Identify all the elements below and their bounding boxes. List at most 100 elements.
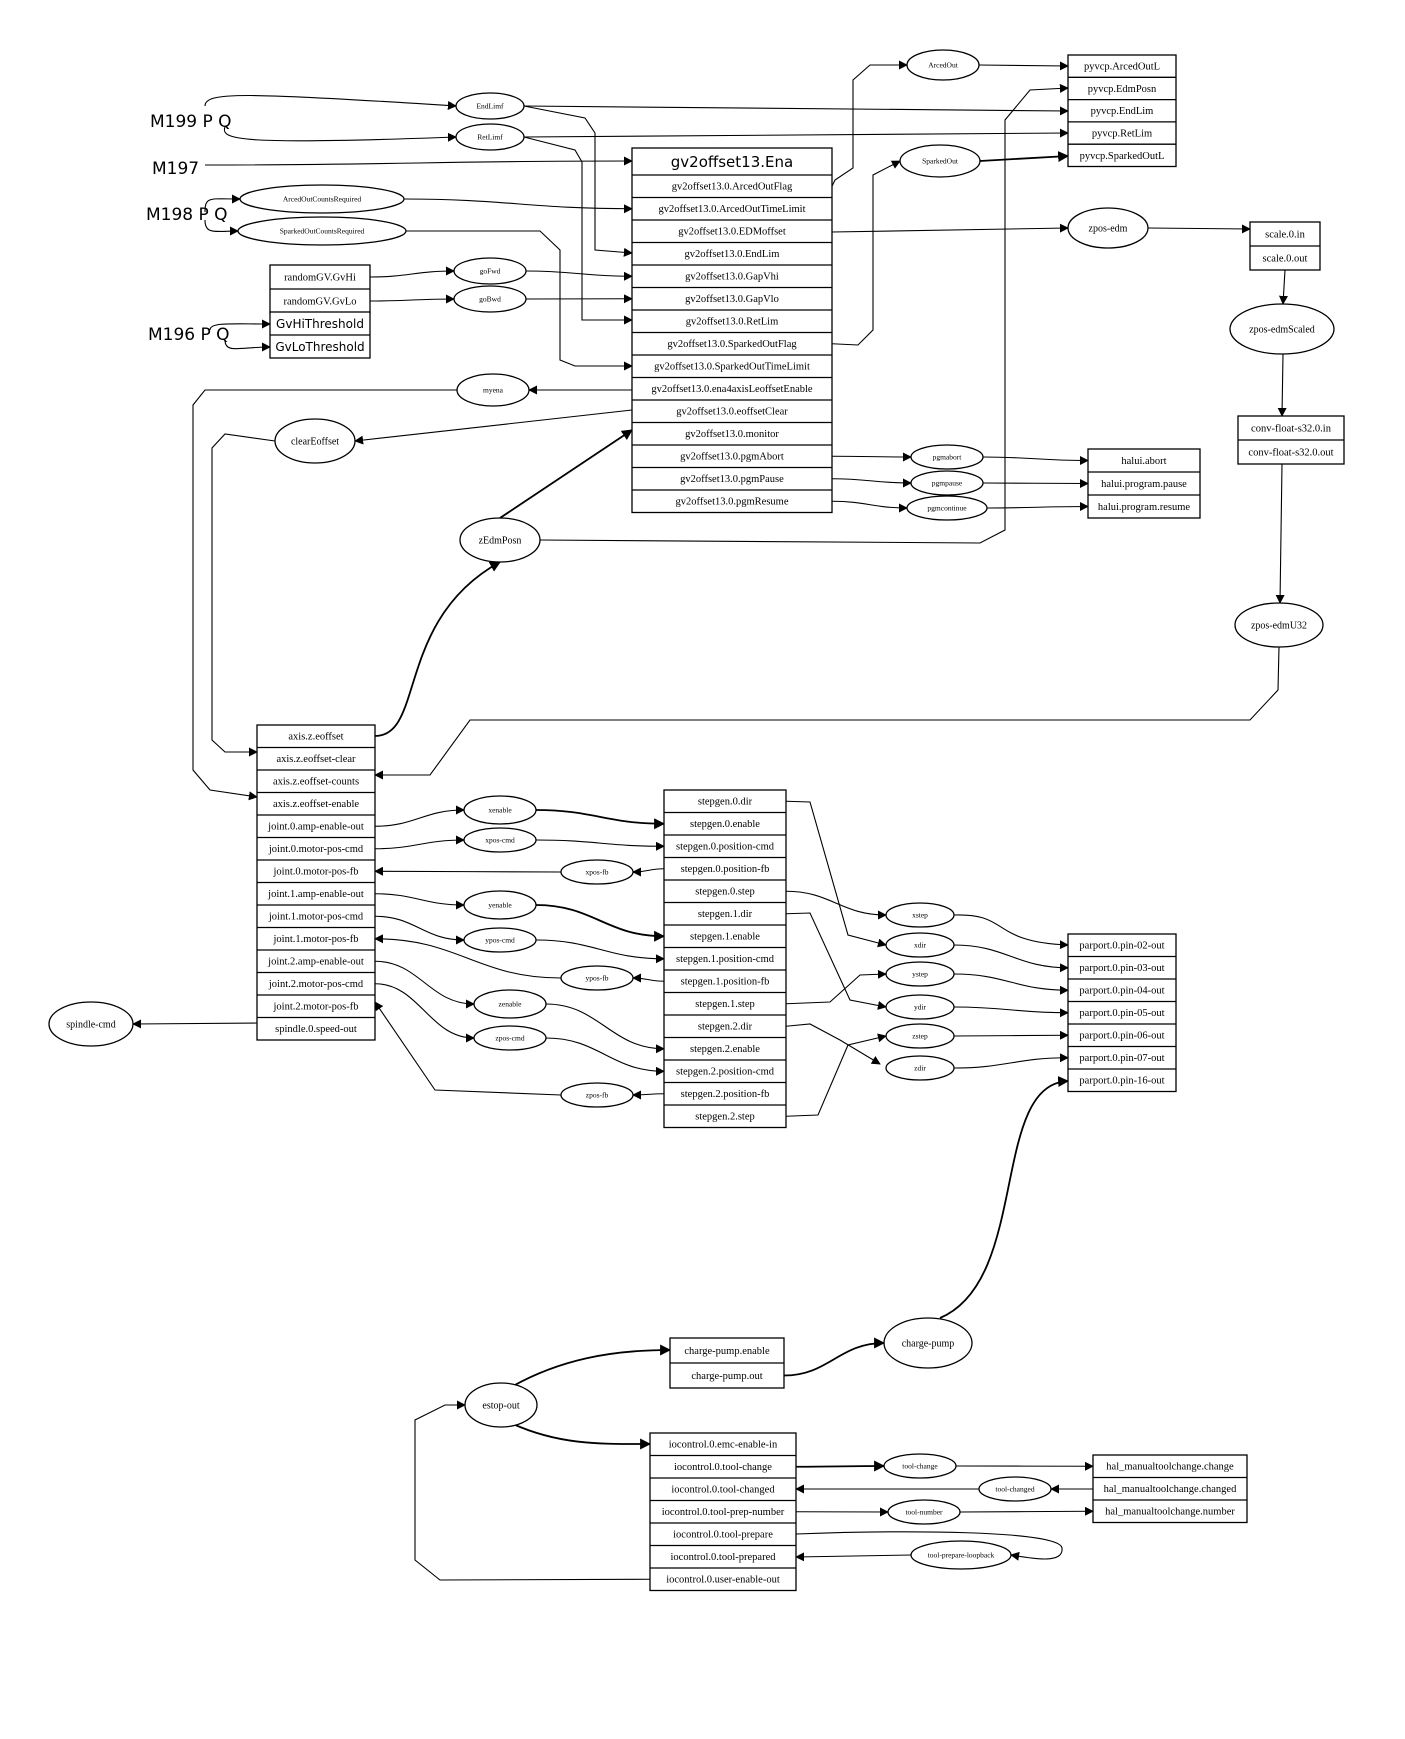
pin-gv2offset13-0-retlim[interactable]: gv2offset13.0.RetLim bbox=[686, 317, 779, 328]
signal-sparkedout[interactable]: SparkedOut bbox=[899, 144, 981, 178]
pin-gv2offset13-0-sparkedoutflag[interactable]: gv2offset13.0.SparkedOutFlag bbox=[667, 339, 797, 350]
pin-gv2offset13-0-pgmresume[interactable]: gv2offset13.0.pgmResume bbox=[676, 497, 789, 508]
pin-stepgen-1-position-cmd[interactable]: stepgen.1.position-cmd bbox=[676, 954, 775, 965]
signal-tool-prepare-loopback[interactable]: tool-prepare-loopback bbox=[910, 1540, 1012, 1570]
pin-stepgen-2-dir[interactable]: stepgen.2.dir bbox=[698, 1022, 753, 1033]
pin-parport-0-pin-03-out[interactable]: parport.0.pin-03-out bbox=[1079, 963, 1164, 974]
pin-pyvcp-sparkedoutl[interactable]: pyvcp.SparkedOutL bbox=[1080, 151, 1165, 162]
pin-stepgen-0-step[interactable]: stepgen.0.step bbox=[695, 887, 755, 898]
pin-gvlothreshold[interactable]: GvLoThreshold bbox=[275, 340, 364, 354]
signal-tool-changed[interactable]: tool-changed bbox=[978, 1476, 1052, 1502]
pin-scale-0-out[interactable]: scale.0.out bbox=[1263, 253, 1308, 264]
pin-gv2offset13-0-gapvlo[interactable]: gv2offset13.0.GapVlo bbox=[685, 294, 779, 305]
signal-zpos-edmu32[interactable]: zpos-edmU32 bbox=[1234, 602, 1324, 648]
pin-hal-manualtoolchange-change[interactable]: hal_manualtoolchange.change bbox=[1106, 1462, 1234, 1473]
signal-zdir[interactable]: zdir bbox=[885, 1055, 955, 1081]
pin-parport-0-pin-07-out[interactable]: parport.0.pin-07-out bbox=[1079, 1053, 1164, 1064]
pin-iocontrol-0-tool-change[interactable]: iocontrol.0.tool-change bbox=[674, 1462, 772, 1473]
signal-zpos-fb[interactable]: zpos-fb bbox=[560, 1082, 634, 1108]
pin-hal-manualtoolchange-number[interactable]: hal_manualtoolchange.number bbox=[1105, 1507, 1235, 1518]
signal-xstep[interactable]: xstep bbox=[885, 902, 955, 928]
signal-xenable[interactable]: xenable bbox=[463, 795, 537, 825]
signal-zedmposn[interactable]: zEdmPosn bbox=[459, 517, 541, 563]
pin-axis-z-eoffset[interactable]: axis.z.eoffset bbox=[288, 732, 343, 743]
pin-iocontrol-0-tool-prep-number[interactable]: iocontrol.0.tool-prep-number bbox=[662, 1507, 785, 1518]
signal-gofwd[interactable]: goFwd bbox=[453, 257, 527, 285]
pin-gv2offset13-0-arcedoutflag[interactable]: gv2offset13.0.ArcedOutFlag bbox=[672, 182, 793, 193]
pin-parport-0-pin-06-out[interactable]: parport.0.pin-06-out bbox=[1079, 1031, 1164, 1042]
signal-xpos-fb[interactable]: xpos-fb bbox=[560, 859, 634, 885]
pin-halui-abort[interactable]: halui.abort bbox=[1121, 456, 1166, 467]
pin-conv-float-s32-0-out[interactable]: conv-float-s32.0.out bbox=[1248, 447, 1333, 458]
pin-joint-1-motor-pos-cmd[interactable]: joint.1.motor-pos-cmd bbox=[268, 912, 364, 923]
pin-gv2offset13-0-edmoffset[interactable]: gv2offset13.0.EDMoffset bbox=[678, 227, 786, 238]
pin-iocontrol-0-tool-prepare[interactable]: iocontrol.0.tool-prepare bbox=[673, 1530, 773, 1541]
signal-ypos-fb[interactable]: ypos-fb bbox=[560, 965, 634, 991]
pin-spindle-0-speed-out[interactable]: spindle.0.speed-out bbox=[275, 1024, 357, 1035]
pin-gv2offset13-0-sparkedouttimelimit[interactable]: gv2offset13.0.SparkedOutTimeLimit bbox=[654, 362, 810, 373]
pin-axis-z-eoffset-enable[interactable]: axis.z.eoffset-enable bbox=[273, 799, 359, 810]
pin-stepgen-1-step[interactable]: stepgen.1.step bbox=[695, 999, 755, 1010]
pin-parport-0-pin-04-out[interactable]: parport.0.pin-04-out bbox=[1079, 986, 1164, 997]
pin-joint-2-motor-pos-fb[interactable]: joint.2.motor-pos-fb bbox=[273, 1002, 359, 1013]
pin-parport-0-pin-16-out[interactable]: parport.0.pin-16-out bbox=[1079, 1076, 1164, 1087]
pin-pyvcp-endlim[interactable]: pyvcp.EndLim bbox=[1091, 106, 1154, 117]
pin-gv2offset13-0-endlim[interactable]: gv2offset13.0.EndLim bbox=[685, 249, 780, 260]
pin-joint-1-motor-pos-fb[interactable]: joint.1.motor-pos-fb bbox=[273, 934, 359, 945]
signal-xpos-cmd[interactable]: xpos-cmd bbox=[463, 827, 537, 853]
pin-joint-0-motor-pos-cmd[interactable]: joint.0.motor-pos-cmd bbox=[268, 844, 364, 855]
pin-stepgen-0-enable[interactable]: stepgen.0.enable bbox=[690, 819, 760, 830]
signal-pgmpause[interactable]: pgmpause bbox=[910, 470, 984, 496]
pin-iocontrol-0-emc-enable-in[interactable]: iocontrol.0.emc-enable-in bbox=[669, 1440, 778, 1451]
signal-spindle-cmd[interactable]: spindle-cmd bbox=[48, 1001, 134, 1047]
pin-axis-z-eoffset-counts[interactable]: axis.z.eoffset-counts bbox=[273, 777, 359, 788]
pin-parport-0-pin-05-out[interactable]: parport.0.pin-05-out bbox=[1079, 1008, 1164, 1019]
signal-gobwd[interactable]: goBwd bbox=[453, 285, 527, 313]
pin-gv2offset13-0-pgmpause[interactable]: gv2offset13.0.pgmPause bbox=[680, 474, 784, 485]
pin-gv2offset13-0-gapvhi[interactable]: gv2offset13.0.GapVhi bbox=[685, 272, 779, 283]
signal-sparkedoutcountsrequired[interactable]: SparkedOutCountsRequired bbox=[237, 216, 407, 246]
pin-iocontrol-0-user-enable-out[interactable]: iocontrol.0.user-enable-out bbox=[666, 1575, 780, 1586]
signal-xdir[interactable]: xdir bbox=[885, 932, 955, 958]
pin-iocontrol-0-tool-prepared[interactable]: iocontrol.0.tool-prepared bbox=[671, 1552, 777, 1563]
pin-joint-2-motor-pos-cmd[interactable]: joint.2.motor-pos-cmd bbox=[268, 979, 364, 990]
pin-randomgv-gvhi[interactable]: randomGV.GvHi bbox=[284, 272, 356, 283]
pin-joint-1-amp-enable-out[interactable]: joint.1.amp-enable-out bbox=[267, 889, 364, 900]
pin-stepgen-0-dir[interactable]: stepgen.0.dir bbox=[698, 797, 753, 808]
pin-pyvcp-retlim[interactable]: pyvcp.RetLim bbox=[1092, 128, 1152, 139]
pin-stepgen-2-step[interactable]: stepgen.2.step bbox=[695, 1112, 755, 1123]
signal-ypos-cmd[interactable]: ypos-cmd bbox=[463, 927, 537, 953]
pin-pyvcp-edmposn[interactable]: pyvcp.EdmPosn bbox=[1088, 84, 1157, 95]
pin-gv2offset13-0-ena4axisleoffsetenable[interactable]: gv2offset13.0.ena4axisLeoffsetEnable bbox=[651, 384, 812, 395]
pin-joint-0-motor-pos-fb[interactable]: joint.0.motor-pos-fb bbox=[273, 867, 359, 878]
pin-halui-program-resume[interactable]: halui.program.resume bbox=[1098, 502, 1190, 513]
signal-pgmabort[interactable]: pgmabort bbox=[910, 444, 984, 470]
pin-randomgv-gvlo[interactable]: randomGV.GvLo bbox=[283, 296, 356, 307]
signal-arcedout[interactable]: ArcedOut bbox=[906, 49, 980, 81]
pin-conv-float-s32-0-in[interactable]: conv-float-s32.0.in bbox=[1251, 423, 1332, 434]
pin-stepgen-0-position-cmd[interactable]: stepgen.0.position-cmd bbox=[676, 842, 775, 853]
signal-myena[interactable]: myena bbox=[456, 373, 530, 407]
signal-retlimf[interactable]: RetLimf bbox=[455, 123, 525, 151]
signal-cleareoffset[interactable]: clearEoffset bbox=[274, 418, 356, 464]
pin-iocontrol-0-tool-changed[interactable]: iocontrol.0.tool-changed bbox=[671, 1485, 775, 1496]
pin-gv2offset13-0-pgmabort[interactable]: gv2offset13.0.pgmAbort bbox=[680, 452, 784, 463]
pin-gvhithreshold[interactable]: GvHiThreshold bbox=[276, 317, 364, 331]
signal-estop-out[interactable]: estop-out bbox=[464, 1382, 538, 1428]
signal-arcedoutcountsrequired[interactable]: ArcedOutCountsRequired bbox=[239, 184, 405, 214]
pin-stepgen-0-position-fb[interactable]: stepgen.0.position-fb bbox=[681, 864, 770, 875]
signal-yenable[interactable]: yenable bbox=[463, 890, 537, 920]
signal-zpos-edmscaled[interactable]: zpos-edmScaled bbox=[1229, 303, 1335, 355]
signal-ydir[interactable]: ydir bbox=[885, 994, 955, 1020]
signal-tool-change[interactable]: tool-change bbox=[883, 1453, 957, 1479]
signal-zpos-edm[interactable]: zpos-edm bbox=[1067, 207, 1149, 249]
signal-ystep[interactable]: ystep bbox=[885, 961, 955, 987]
pin-stepgen-1-position-fb[interactable]: stepgen.1.position-fb bbox=[681, 977, 770, 988]
signal-charge-pump[interactable]: charge-pump bbox=[883, 1317, 973, 1369]
signal-zstep[interactable]: zstep bbox=[885, 1023, 955, 1049]
pin-gv2offset13-0-arcedouttimelimit[interactable]: gv2offset13.0.ArcedOutTimeLimit bbox=[659, 204, 806, 215]
signal-zpos-cmd[interactable]: zpos-cmd bbox=[473, 1025, 547, 1051]
pin-joint-2-amp-enable-out[interactable]: joint.2.amp-enable-out bbox=[267, 957, 364, 968]
pin-scale-0-in[interactable]: scale.0.in bbox=[1265, 229, 1305, 240]
signal-pgmcontinue[interactable]: pgmcontinue bbox=[906, 495, 988, 521]
